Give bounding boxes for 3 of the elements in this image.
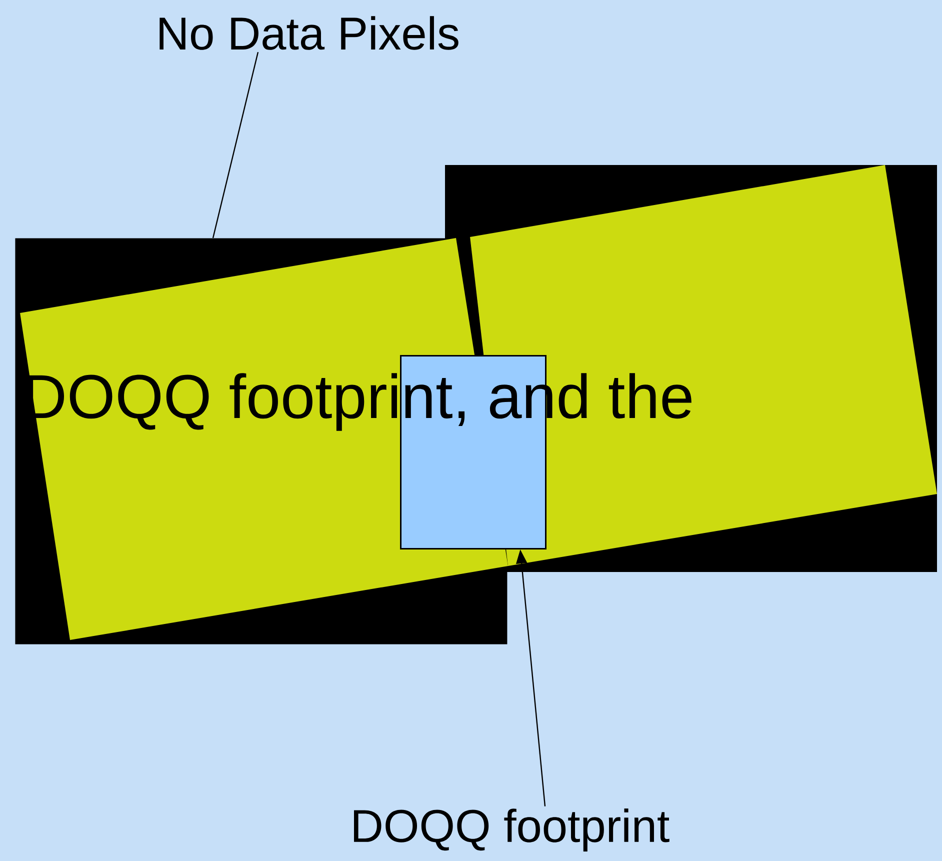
callout-text: No Data Pixels bbox=[160, 16, 458, 50]
leader-line bbox=[212, 52, 259, 238]
callout-text: DOQQ footprint bbox=[354, 808, 670, 852]
